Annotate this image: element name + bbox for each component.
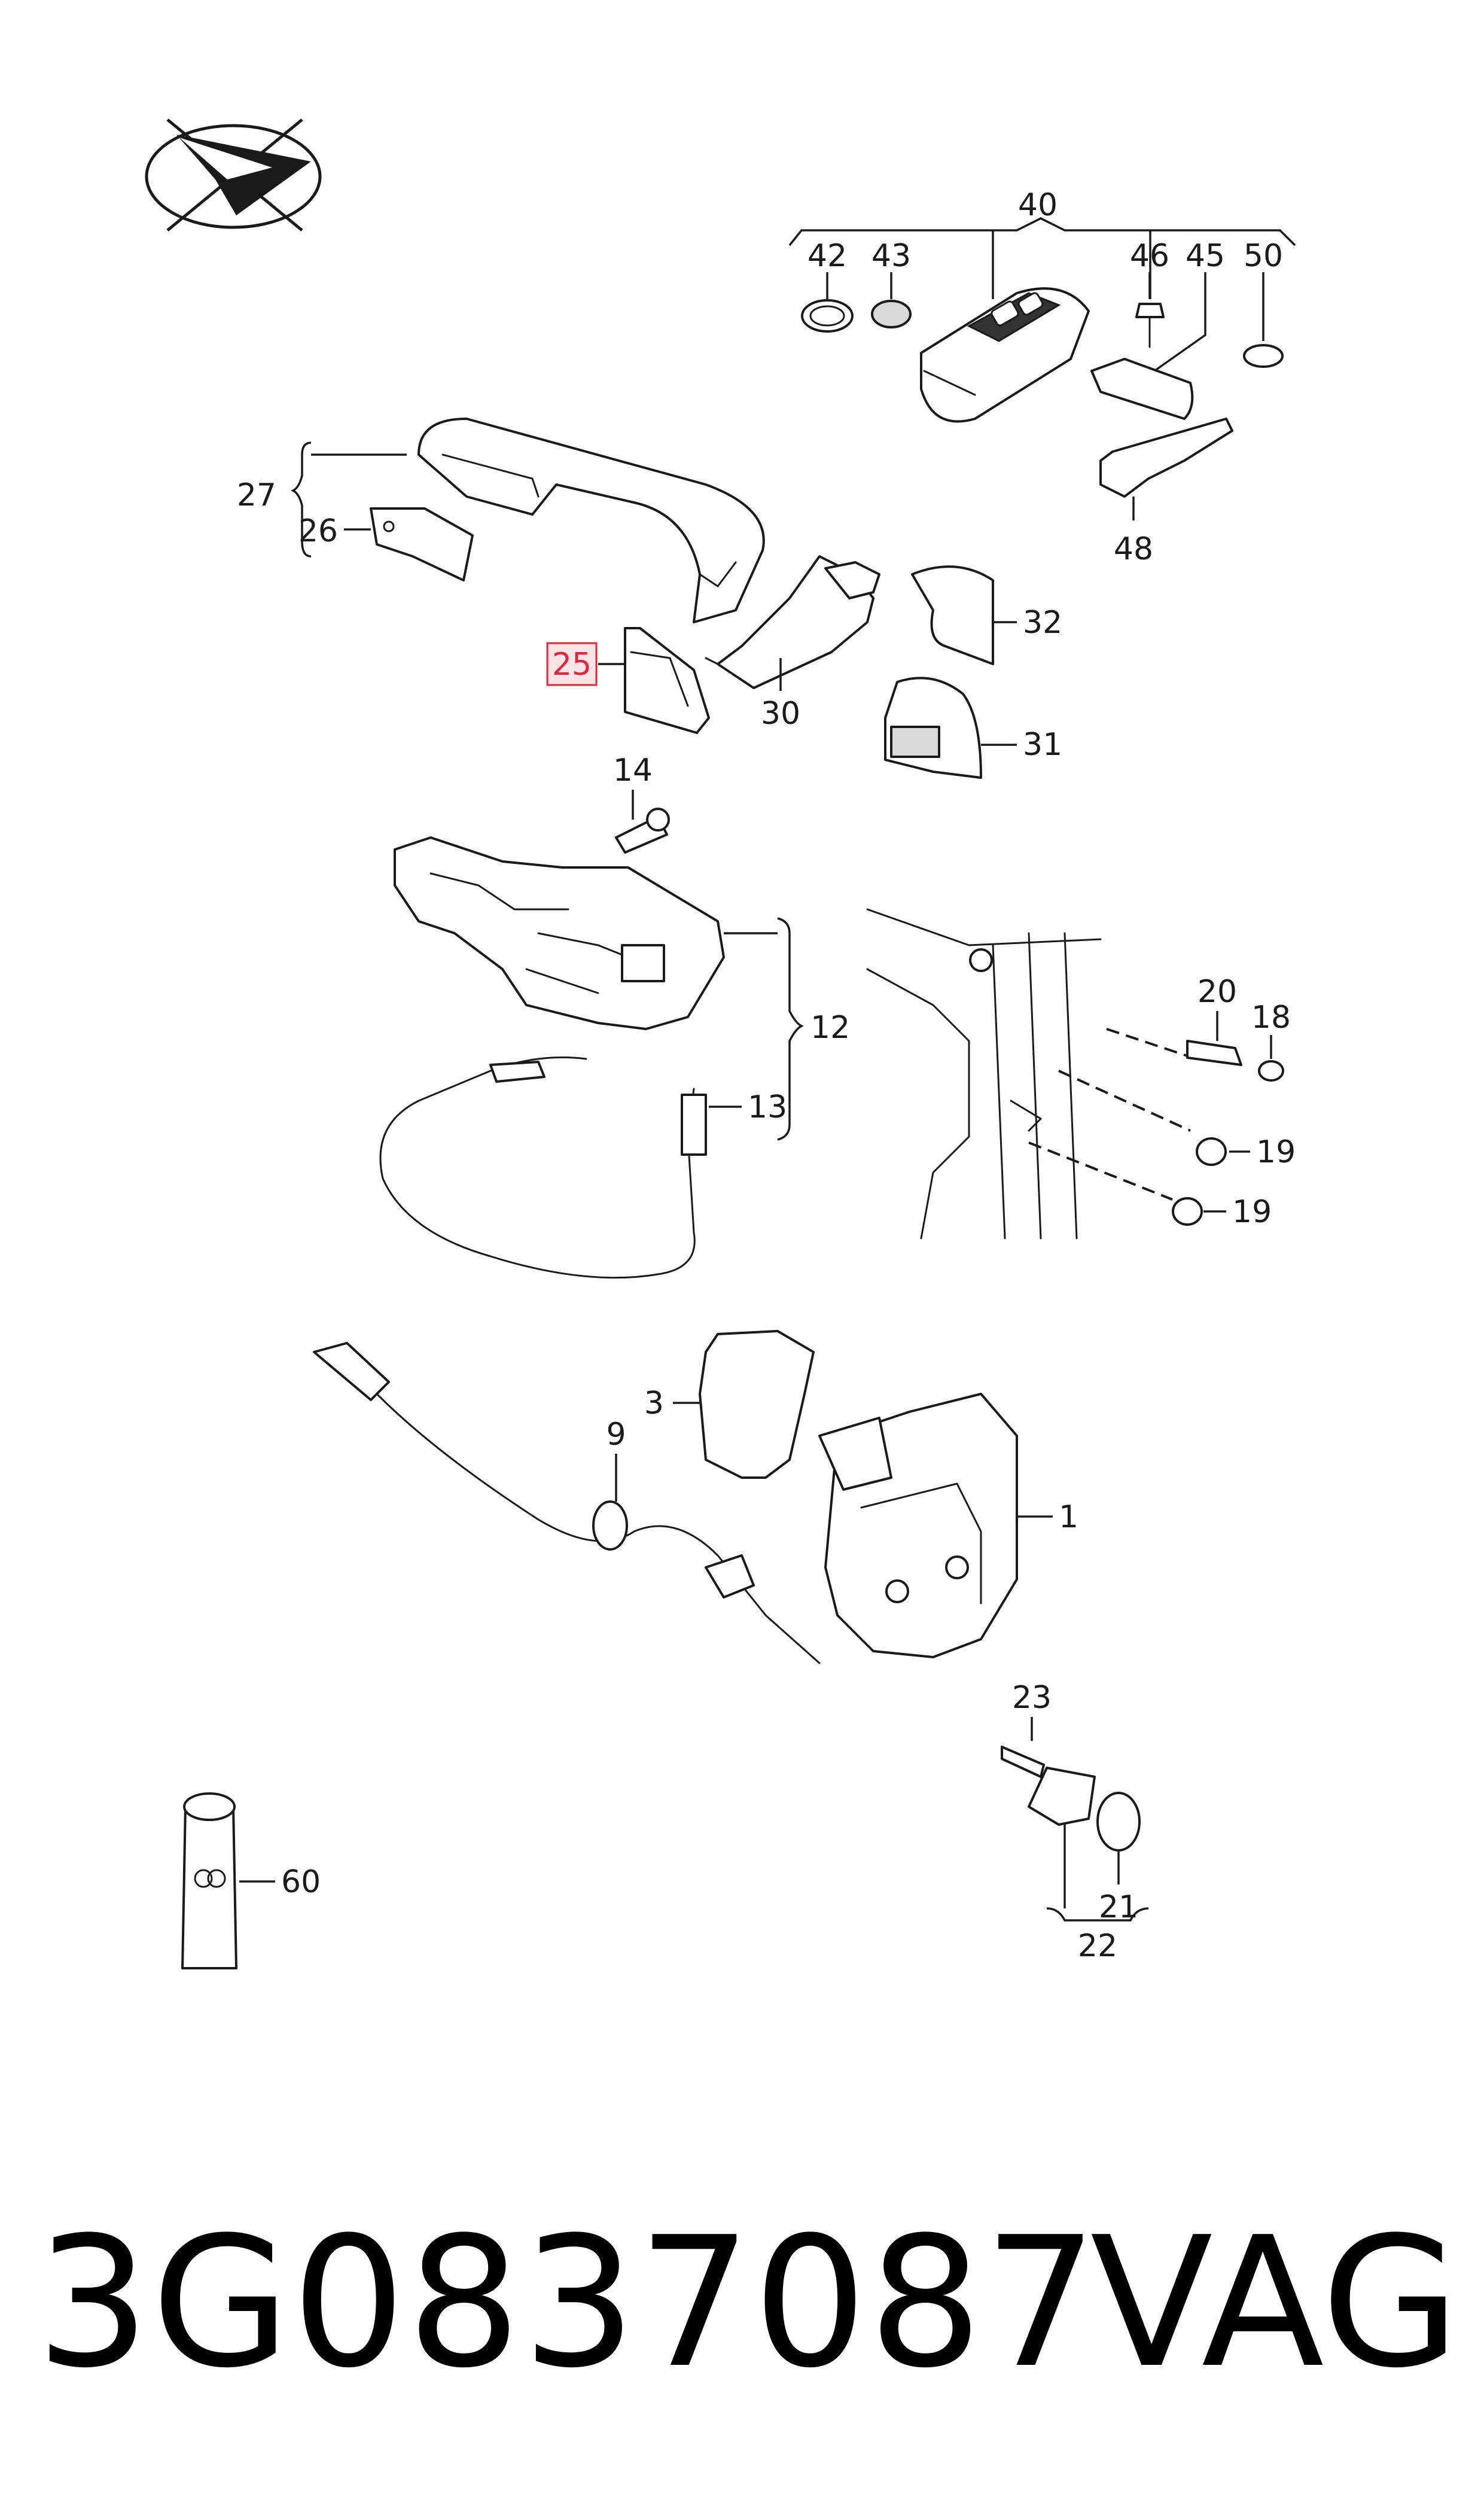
callout-3: 3 <box>644 1386 664 1421</box>
callout-18: 18 <box>1251 1000 1291 1036</box>
handle-carrier-12 <box>394 836 804 1141</box>
callout-48: 48 <box>1114 531 1153 567</box>
bolt-20 <box>1186 1040 1242 1066</box>
callout-45: 45 <box>1186 238 1225 274</box>
callout-20: 20 <box>1197 974 1237 1010</box>
parts-diagram: 40 42 43 46 45 50 48 27 26 25 30 32 31 1… <box>145 118 1296 1969</box>
callout-12: 12 <box>810 1010 850 1046</box>
callout-46: 46 <box>1130 238 1169 274</box>
callout-23: 23 <box>1012 1680 1052 1716</box>
callout-43: 43 <box>871 238 911 274</box>
callout-30: 30 <box>761 696 800 732</box>
ring-50 <box>1243 344 1284 368</box>
lock-cylinder-30 <box>705 555 880 691</box>
callout-25: 25 <box>552 647 592 683</box>
screw-19b <box>1172 1197 1203 1226</box>
plate-21 <box>1096 1792 1141 1852</box>
remote-key-icon <box>920 287 1090 423</box>
cover-25 <box>598 627 710 734</box>
callout-50: 50 <box>1244 238 1283 274</box>
screw-14 <box>615 790 670 854</box>
callout-22: 22 <box>1078 1928 1117 1964</box>
brand-name: VAG <box>1090 2199 1460 2407</box>
callout-1: 1 <box>1059 1499 1078 1535</box>
door-frame <box>866 908 1197 1240</box>
door-handle <box>291 418 765 623</box>
callout-19b: 19 <box>1232 1194 1272 1230</box>
grease-tube-60 <box>181 1792 275 1969</box>
callout-13: 13 <box>748 1089 787 1125</box>
callout-21: 21 <box>1099 1889 1138 1925</box>
cap-32 <box>911 565 994 665</box>
callout-27: 27 <box>237 477 276 513</box>
part-number: 3G0837087 <box>36 2199 1099 2407</box>
key-cover-45 <box>1090 358 1194 420</box>
callout-40: 40 <box>1018 187 1058 223</box>
emergency-key-48 <box>1099 418 1233 498</box>
cable-9 <box>313 1342 821 1664</box>
callout-9: 9 <box>606 1417 626 1453</box>
screw-46 <box>1135 272 1165 348</box>
cap-18 <box>1258 1060 1284 1082</box>
callout-60: 60 <box>281 1864 321 1900</box>
highlight-box-25 <box>546 642 598 686</box>
callout-31: 31 <box>1023 727 1062 763</box>
callout-42: 42 <box>807 238 847 274</box>
door-latch-1 <box>818 1393 1053 1658</box>
striker-22 <box>1001 1717 1149 1922</box>
callout-14: 14 <box>613 753 653 788</box>
cable-13 <box>379 1056 742 1279</box>
badge-43 <box>871 300 912 328</box>
o-ring-42 <box>801 299 854 333</box>
trim-26 <box>370 507 474 581</box>
bracket-3 <box>699 1330 815 1479</box>
callout-19a: 19 <box>1256 1134 1296 1170</box>
callout-26: 26 <box>298 513 338 549</box>
brand-logo-icon <box>145 118 322 232</box>
callout-32: 32 <box>1023 605 1062 641</box>
key-group <box>788 217 1296 520</box>
screw-19a <box>1196 1137 1227 1166</box>
